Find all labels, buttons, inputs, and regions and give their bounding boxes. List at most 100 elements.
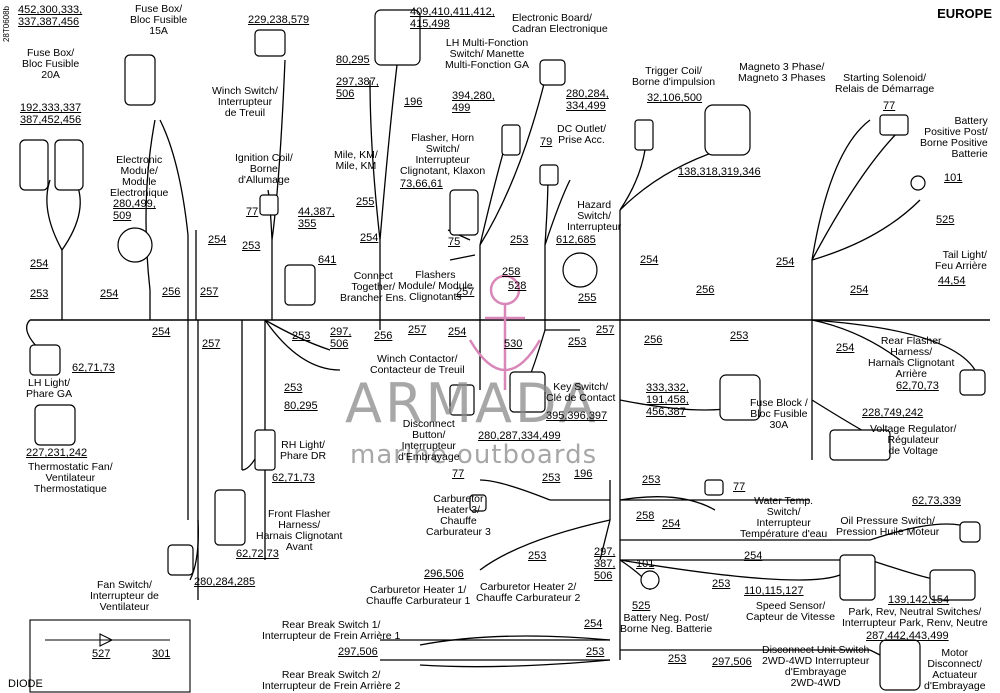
watermark-subtitle: marine outboards	[350, 440, 598, 470]
circuit-number: 258	[502, 266, 521, 278]
circuit-number: 62,71,73	[72, 362, 115, 374]
circuit-number: 257	[200, 286, 219, 298]
circuit-number: 77	[246, 206, 259, 218]
circuit-number: 254	[744, 550, 763, 562]
label-starting-solenoid: Starting Solenoid/Relais de Démarrage	[835, 72, 935, 95]
circuit-number: 525	[936, 214, 955, 226]
label-battery-negative: Battery Neg. Post/Borne Neg. Batterie	[620, 612, 713, 635]
circuit-number: 253	[242, 240, 261, 252]
circuit-number: 77	[883, 100, 896, 112]
circuit-number: 257	[202, 338, 221, 350]
circuit-number: 394,280,499	[452, 90, 495, 114]
circuit-number: 253	[30, 288, 49, 300]
circuit-number: 258	[636, 510, 655, 522]
circuit-number: 256	[696, 284, 715, 296]
label-mile-km: Mile, KM/Mile, KM	[334, 149, 378, 172]
circuit-number: 280,284,334,499	[566, 88, 609, 112]
circuit-number: 257	[596, 324, 615, 336]
circuit-number: 641	[318, 254, 337, 266]
circuit-number: 253	[292, 330, 311, 342]
watermark-brand: ARMADA	[345, 372, 599, 435]
diode-inset	[29, 619, 191, 693]
circuit-number: 254	[448, 326, 467, 338]
circuit-number: 280,499,509	[113, 198, 156, 222]
circuit-number: 254	[100, 288, 119, 300]
circuit-number: 254	[30, 258, 49, 270]
circuit-number: 253	[642, 474, 661, 486]
circuit-number: 297,506	[330, 326, 352, 350]
circuit-number: 62,72,73	[236, 548, 279, 560]
circuit-number: 73,66,61	[400, 178, 443, 190]
circuit-number: 612,685	[556, 234, 596, 246]
circuit-number: 280,284,285	[194, 576, 256, 588]
circuit-number: 257	[408, 324, 427, 336]
circuit-number: 297,506	[712, 656, 752, 668]
circuit-number: 253	[284, 382, 303, 394]
region-label: EUROPE	[937, 6, 992, 21]
circuit-number: 254	[836, 342, 855, 354]
label-carburetor-heater-1: Carburetor Heater 1/Chauffe Carburateur …	[366, 584, 471, 607]
circuit-number: 452,300,333,337,387,456	[18, 4, 83, 28]
circuit-number: 255	[356, 196, 375, 208]
circuit-number: 253	[542, 472, 561, 484]
circuit-number: 525	[632, 600, 651, 612]
circuit-number: 256	[374, 330, 393, 342]
circuit-number: 254	[850, 284, 869, 296]
circuit-number: 138,318,319,346	[678, 166, 761, 178]
circuit-number: 256	[162, 286, 181, 298]
circuit-number: 395,396,397	[546, 410, 608, 422]
circuit-number: 528	[508, 280, 527, 292]
circuit-number: 297,506	[338, 646, 378, 658]
circuit-number: 254	[662, 518, 681, 530]
circuit-number: 257	[456, 286, 475, 298]
circuit-number: 254	[640, 254, 659, 266]
circuit-number: 77	[733, 481, 746, 493]
circuit-number: 254	[584, 618, 603, 630]
circuit-number: 253	[510, 234, 529, 246]
circuit-number: 297,387,506	[594, 546, 616, 582]
label-dc-outlet: DC Outlet/Prise Acc.	[557, 123, 607, 146]
circuit-number: 287,442,443,499	[866, 630, 949, 642]
circuit-number: 80,295	[336, 54, 370, 66]
label-carburetor-heater-2: Carburetor Heater 2/Chauffe Carburateur …	[476, 581, 581, 604]
circuit-number: 253	[668, 653, 687, 665]
circuit-number: 77	[452, 468, 465, 480]
circuit-number: 101	[944, 172, 963, 184]
label-winch-contactor: Winch Contactor/Contacteur de Treuil	[370, 353, 465, 376]
circuit-number: 254	[208, 234, 227, 246]
circuit-number: 297,387,506	[336, 76, 379, 100]
circuit-number: 253	[712, 578, 731, 590]
circuit-number: 254	[152, 326, 171, 338]
label-electronic-board: Electronic Board/Cadran Electronique	[512, 12, 608, 35]
circuit-number: 44,54	[938, 275, 966, 287]
circuit-number: 62,71,73	[272, 472, 315, 484]
label-speed-sensor: Speed Sensor/Capteur de Vitesse	[746, 600, 836, 623]
circuit-number: 62,70,73	[896, 380, 939, 392]
circuit-number: 253	[528, 550, 547, 562]
circuit-number: 253	[586, 646, 605, 658]
circuit-number: 101	[636, 558, 655, 570]
circuit-number: 256	[644, 334, 663, 346]
circuit-number: 62,73,339	[912, 495, 961, 507]
circuit-number: 80,295	[284, 400, 318, 412]
circuit-number: 196	[574, 468, 593, 480]
circuit-number: 110,115,127	[744, 585, 804, 597]
label-lh-light: LH Light/Phare GA	[26, 377, 73, 400]
